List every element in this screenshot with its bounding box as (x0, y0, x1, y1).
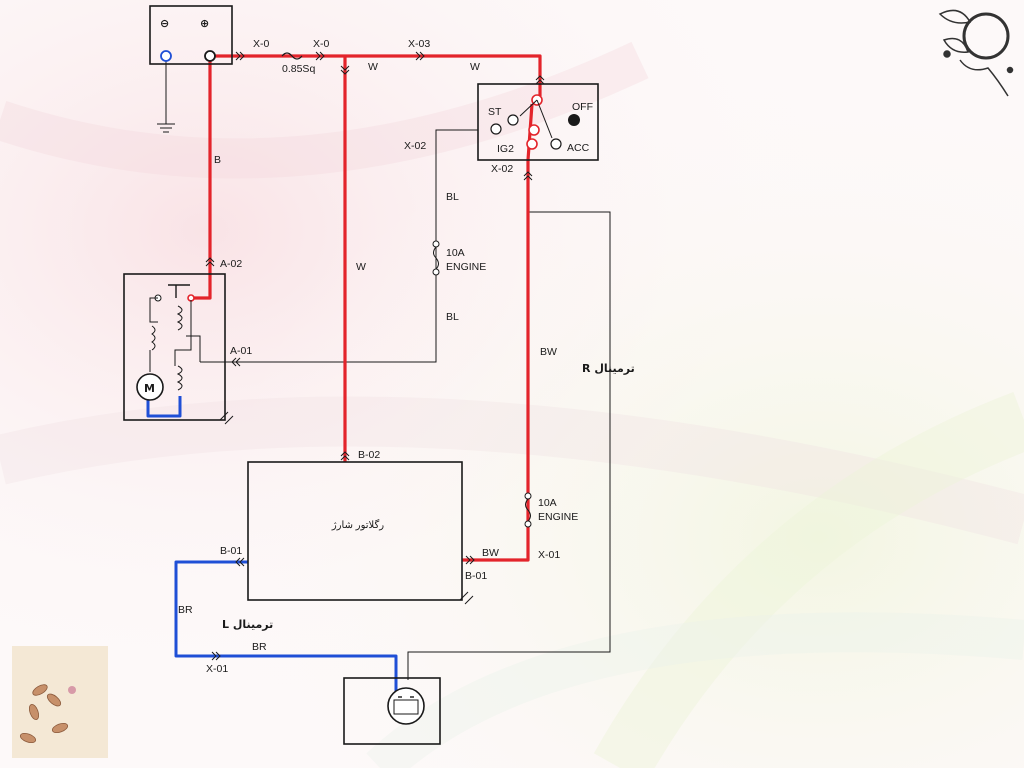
conn-b02: B-02 (358, 449, 380, 461)
switch-acc-label: ACC (567, 142, 590, 154)
conn-a01: A-01 (230, 345, 252, 357)
wire-b-label: B (214, 154, 221, 166)
conn-b01-bottom: B-01 (465, 570, 487, 582)
conn-a02: A-02 (220, 258, 242, 270)
conn-x01-right: X-01 (538, 549, 560, 561)
engine-fuse-2-icon (524, 492, 532, 528)
wire-bl-bottom-label: BL (446, 311, 459, 323)
switch-ig2-label: IG2 (497, 143, 514, 155)
starter-assembly: M (123, 273, 234, 425)
regulator-title: رگلاتور شارژ (331, 519, 384, 531)
motor-m-icon: M (144, 382, 155, 395)
wire-bw-vertical-label: BW (540, 346, 557, 358)
starter-ground-wire (146, 386, 182, 418)
b-wire (191, 56, 212, 300)
corner-ornament-icon (938, 9, 1014, 97)
battery: ⊖ ⊕ (149, 5, 233, 65)
fuse2-rating: 10A (538, 497, 557, 509)
thin-wires (165, 58, 611, 680)
regulator-ground-icon (459, 591, 474, 605)
charge-regulator: رگلاتور شارژ (247, 461, 474, 605)
flower-ornament-icon (12, 646, 108, 758)
wire-br-vertical-label: BR (178, 604, 193, 616)
battery-minus-icon: ⊖ (160, 17, 169, 30)
conn-x01-bottom: X-01 (206, 663, 228, 675)
ground-icon (157, 123, 175, 133)
conn-x0-right: X-0 (313, 38, 330, 50)
conn-x02-left: X-02 (404, 140, 426, 152)
switch-off-label: OFF (572, 101, 593, 113)
wire-bl-top-label: BL (446, 191, 459, 203)
conn-b01-left: B-01 (220, 545, 242, 557)
switch-st-label: ST (488, 106, 502, 118)
fuse-link-icon (281, 52, 303, 60)
fuse1-rating: 10A (446, 247, 465, 259)
chassis-ground-icon (219, 411, 234, 425)
wire-w-label-b: W (470, 61, 480, 73)
power-wires (191, 54, 542, 562)
conn-x03: X-03 (408, 38, 430, 50)
charge-warning-lamp (343, 677, 441, 745)
wire-bw-horizontal-label: BW (482, 547, 499, 559)
connector-marks (205, 51, 545, 661)
conn-x0-left: X-0 (253, 38, 270, 50)
battery-lamp-icon (393, 699, 419, 715)
br-wire (174, 560, 398, 700)
wire-w-vertical-label: W (356, 261, 366, 273)
wire-w-label-a: W (368, 61, 378, 73)
r-terminal-label: ترمینال R (582, 362, 635, 375)
wire-br-horizontal-label: BR (252, 641, 267, 653)
fuse2-name: ENGINE (538, 511, 578, 523)
l-terminal-label: ترمینال L (222, 618, 273, 631)
conn-x02-bottom: X-02 (491, 163, 513, 175)
fuse1-name: ENGINE (446, 261, 486, 273)
engine-fuse-icon (432, 240, 440, 276)
ignition-switch: ST OFF IG2 ACC (477, 83, 599, 161)
labels: X-0 X-0 0.85Sq W X-03 W X-02 X-02 B BL B… (178, 38, 635, 675)
battery-plus-icon: ⊕ (200, 17, 209, 30)
fuse-size-label: 0.85Sq (282, 63, 315, 75)
